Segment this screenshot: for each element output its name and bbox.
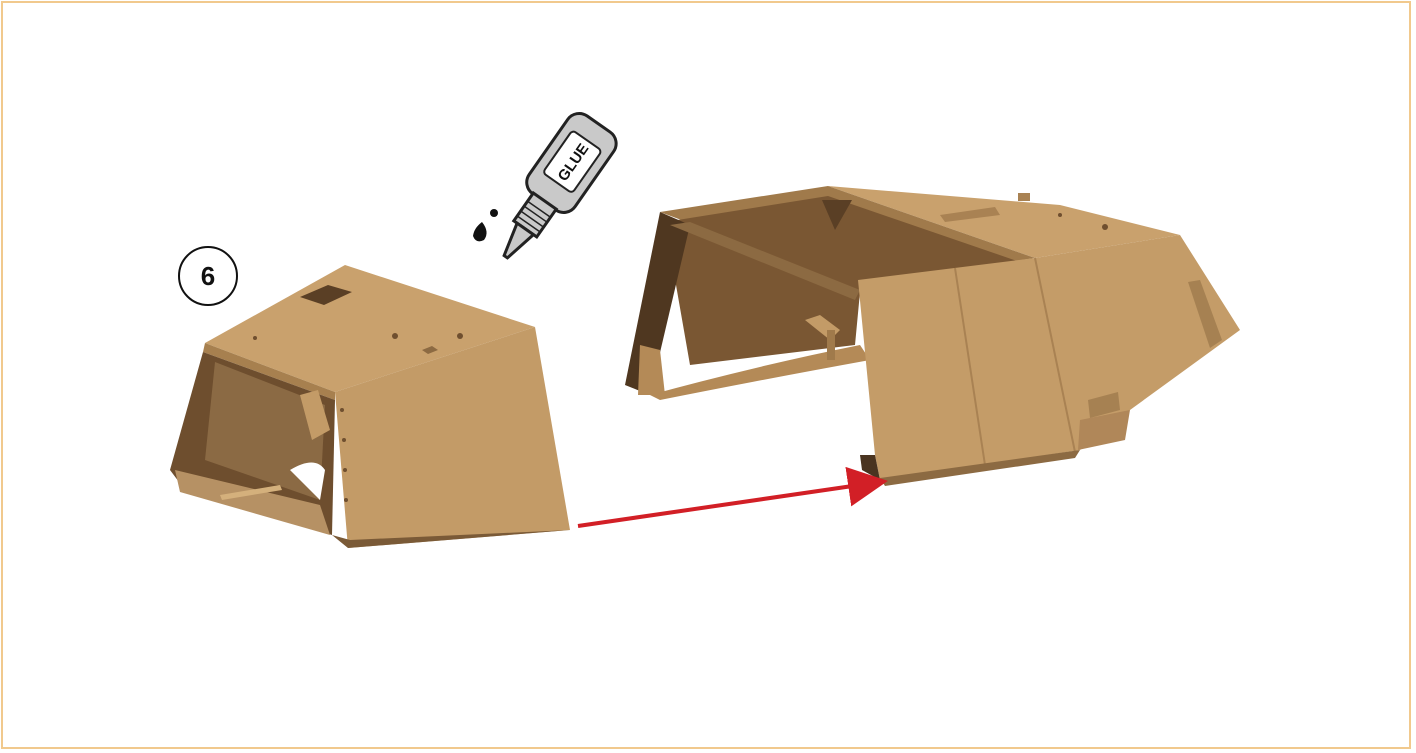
glue-bottle-icon: GLUE [483, 108, 622, 273]
large-part [625, 186, 1240, 486]
small-part [170, 265, 570, 548]
assembly-arrow-icon [578, 482, 880, 526]
step-number-badge: 6 [178, 246, 238, 306]
step-number: 6 [201, 261, 215, 292]
glue-drop-icon [473, 209, 498, 241]
